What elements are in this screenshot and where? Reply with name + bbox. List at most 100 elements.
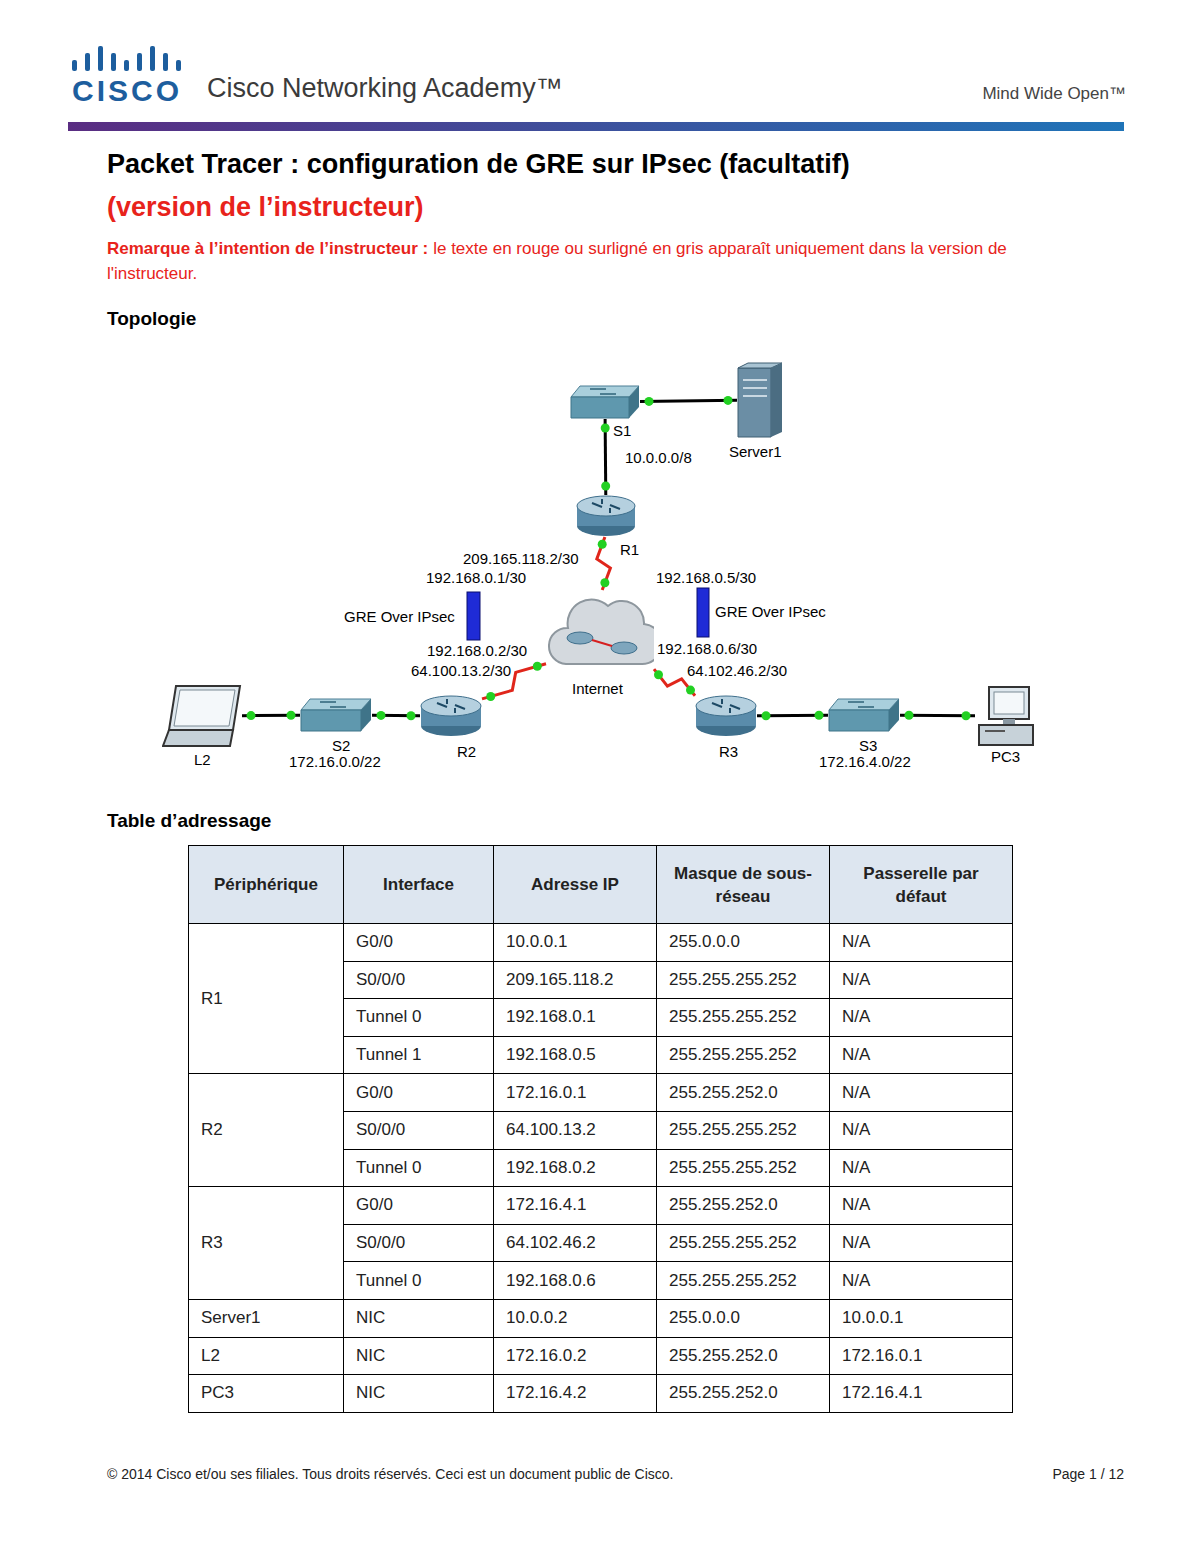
cell-text: G0/0: [356, 932, 393, 951]
gre-bar: [467, 592, 480, 640]
server-icon: [737, 362, 783, 438]
cell-text: 192.168.0.6: [506, 1271, 596, 1290]
table-cell: 255.255.255.252: [657, 1036, 830, 1074]
table-cell: 172.16.0.1: [830, 1337, 1013, 1375]
table-cell: G0/0: [344, 1187, 494, 1225]
table-cell: 192.168.0.2: [494, 1149, 657, 1187]
cell-text: N/A: [842, 932, 870, 951]
cell-text: 255.255.255.252: [669, 1007, 797, 1026]
table-row: S0/0/064.102.46.2255.255.255.252N/A: [189, 1224, 1013, 1262]
table-cell: 255.255.252.0: [657, 1187, 830, 1225]
table-cell: 172.16.4.1: [494, 1187, 657, 1225]
table-cell: 255.255.255.252: [657, 1149, 830, 1187]
text-label: Table d’adressage: [107, 810, 271, 832]
table-cell: 10.0.0.1: [494, 924, 657, 962]
cell-text: Adresse IP: [531, 875, 619, 894]
link-light: [762, 711, 771, 720]
device-name: Internet: [571, 680, 624, 697]
cell-text: 172.16.4.1: [842, 1383, 922, 1402]
link-light: [905, 711, 914, 720]
link-light: [601, 424, 610, 433]
cell-text: R1: [201, 989, 223, 1008]
table-cell: 255.255.252.0: [657, 1074, 830, 1112]
ip-label: 192.168.0.6/30: [656, 640, 758, 657]
table-cell: R2: [189, 1074, 344, 1187]
table-cell: G0/0: [344, 1074, 494, 1112]
router-icon: [695, 695, 757, 737]
link-light: [533, 662, 542, 671]
router-node: R1: [576, 495, 636, 537]
table-cell: NIC: [344, 1375, 494, 1413]
cell-text: 192.168.0.5: [506, 1045, 596, 1064]
cell-text: 172.16.0.1: [842, 1346, 922, 1365]
table-cell: N/A: [830, 1036, 1013, 1074]
table-row: L2NIC172.16.0.2255.255.252.0172.16.0.1: [189, 1337, 1013, 1375]
table-cell: S0/0/0: [344, 1111, 494, 1149]
cell-text: 192.168.0.2: [506, 1158, 596, 1177]
gre-bar: [697, 588, 709, 637]
header-cell: Adresse IP: [494, 846, 657, 924]
cell-text: Périphérique: [214, 875, 318, 894]
text-label: Mind Wide Open™: [982, 84, 1126, 104]
cell-text: N/A: [842, 1120, 870, 1139]
link-light: [598, 540, 607, 549]
cell-text: N/A: [842, 1083, 870, 1102]
table-cell: 64.100.13.2: [494, 1111, 657, 1149]
ethernet-link: [242, 711, 300, 720]
header-bar: [68, 122, 1124, 131]
table-cell: 10.0.0.2: [494, 1299, 657, 1337]
laptop-icon: [162, 684, 242, 748]
table-row: S0/0/0209.165.118.2255.255.255.252N/A: [189, 961, 1013, 999]
table-cell: 172.16.4.2: [494, 1375, 657, 1413]
table-cell: R1: [189, 924, 344, 1074]
cell-text: Passerelle par défaut: [863, 864, 978, 906]
router-node: R2: [420, 695, 482, 737]
header-cell: Masque de sous-réseau: [657, 846, 830, 924]
table-cell: NIC: [344, 1299, 494, 1337]
cell-text: NIC: [356, 1308, 385, 1327]
cell-text: L2: [201, 1346, 220, 1365]
link-light: [654, 670, 663, 679]
table-cell: 209.165.118.2: [494, 961, 657, 999]
table-header-row: PériphériqueInterfaceAdresse IPMasque de…: [189, 846, 1013, 924]
router-node: R3: [695, 695, 757, 737]
table-cell: 172.16.4.1: [830, 1375, 1013, 1413]
link-light: [601, 482, 610, 491]
table-cell: N/A: [830, 1187, 1013, 1225]
table-cell: N/A: [830, 999, 1013, 1037]
table-cell: 255.255.255.252: [657, 999, 830, 1037]
cell-text: Tunnel 1: [356, 1045, 422, 1064]
cell-text: NIC: [356, 1383, 385, 1402]
ethernet-link: [900, 711, 975, 720]
switch-node: S3: [828, 698, 900, 732]
table-cell: 255.255.255.252: [657, 1111, 830, 1149]
cell-text: Tunnel 0: [356, 1271, 422, 1290]
link-light: [287, 711, 296, 720]
table-cell: G0/0: [344, 924, 494, 962]
table-cell: S0/0/0: [344, 1224, 494, 1262]
text-label: CISCO: [72, 74, 182, 108]
text-label: (version de l’instructeur): [107, 192, 424, 223]
table-row: R2G0/0172.16.0.1255.255.252.0N/A: [189, 1074, 1013, 1112]
cell-text: 172.16.0.1: [506, 1083, 586, 1102]
cell-text: 255.255.255.252: [669, 1045, 797, 1064]
device-name: S1: [612, 422, 632, 439]
router-icon: [576, 495, 636, 537]
cell-text: N/A: [842, 1271, 870, 1290]
header-cell: Passerelle par défaut: [830, 846, 1013, 924]
device-name: Server1: [728, 443, 783, 460]
table-cell: Tunnel 0: [344, 1262, 494, 1300]
switch-icon: [300, 698, 372, 732]
table-cell: 255.0.0.0: [657, 1299, 830, 1337]
cell-text: 172.16.4.2: [506, 1383, 586, 1402]
ip-label: 192.168.0.5/30: [655, 569, 757, 586]
table-cell: NIC: [344, 1337, 494, 1375]
table-row: Server1NIC10.0.0.2255.0.0.010.0.0.1: [189, 1299, 1013, 1337]
device-name: L2: [193, 751, 212, 768]
cell-text: G0/0: [356, 1195, 393, 1214]
table-cell: S0/0/0: [344, 961, 494, 999]
table-cell: 255.255.255.252: [657, 1262, 830, 1300]
cell-text: N/A: [842, 970, 870, 989]
